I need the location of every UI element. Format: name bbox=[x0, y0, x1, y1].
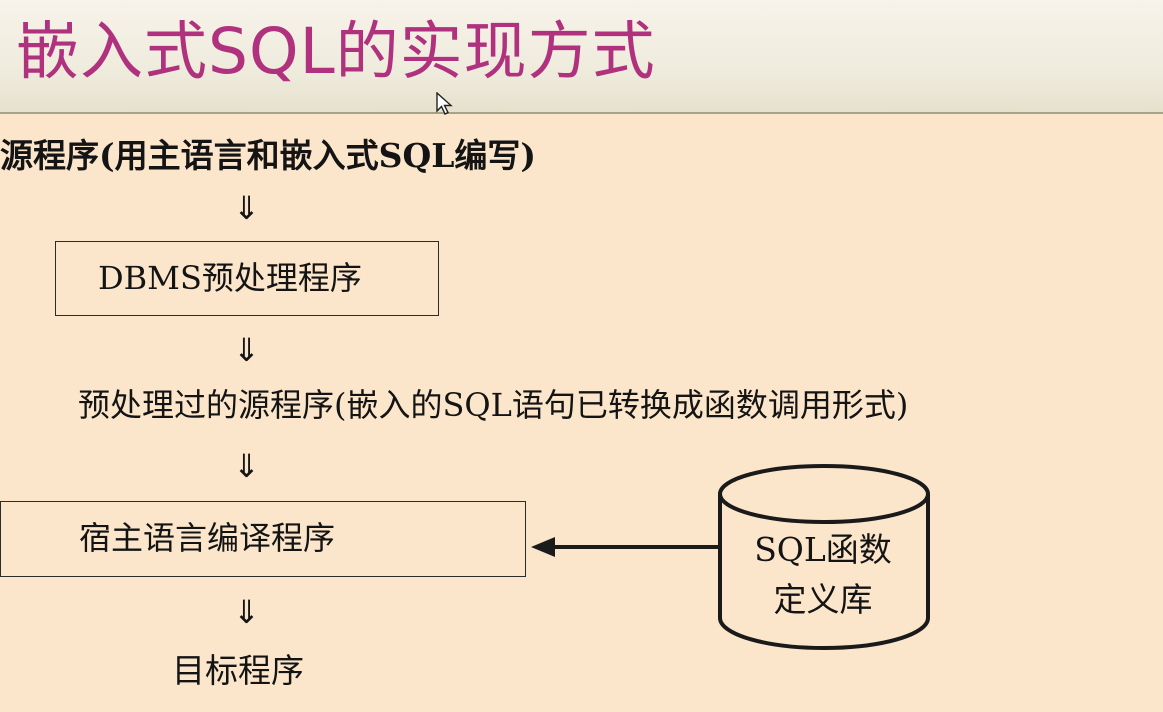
source-program-text: 源程序(用主语言和嵌入式SQL编写) bbox=[0, 136, 537, 175]
down-arrow-icon: ⇓ bbox=[233, 593, 260, 631]
database-cylinder-icon bbox=[718, 464, 930, 650]
page-title: 嵌入式SQL的实现方式 bbox=[16, 15, 656, 88]
sql-library-label-line2: 定义库 bbox=[773, 580, 873, 619]
dbms-preprocessor-box: DBMS预处理程序 bbox=[55, 241, 439, 316]
mouse-pointer-icon bbox=[436, 92, 453, 115]
left-arrow-head-icon bbox=[531, 537, 555, 557]
host-compiler-label: 宿主语言编译程序 bbox=[79, 519, 336, 557]
down-arrow-icon: ⇓ bbox=[233, 189, 260, 227]
sql-library-label-line1: SQL函数 bbox=[754, 530, 892, 569]
down-arrow-icon: ⇓ bbox=[233, 331, 260, 369]
dbms-preprocessor-label: DBMS预处理程序 bbox=[98, 259, 362, 297]
host-compiler-box: 宿主语言编译程序 bbox=[0, 501, 526, 577]
target-program-text: 目标程序 bbox=[172, 651, 304, 690]
title-band bbox=[0, 0, 1163, 114]
down-arrow-icon: ⇓ bbox=[233, 447, 260, 485]
preprocessed-program-text: 预处理过的源程序(嵌入的SQL语句已转换成函数调用形式) bbox=[78, 386, 909, 424]
library-arrow-line bbox=[548, 545, 720, 549]
